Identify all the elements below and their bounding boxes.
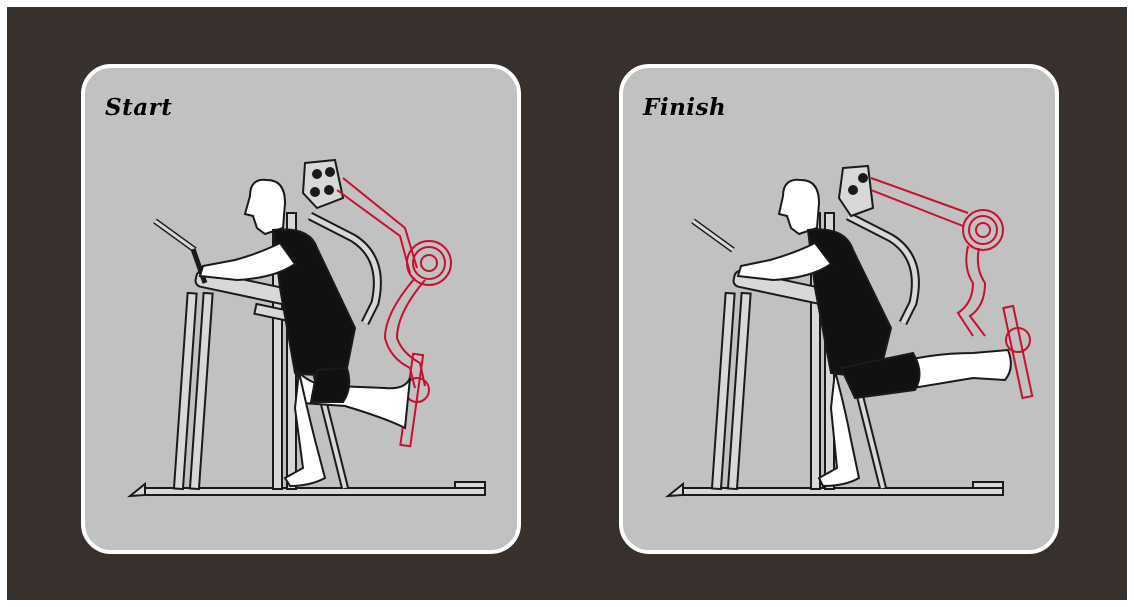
- finish-position-drawing: [623, 68, 1055, 550]
- start-position-drawing: [85, 68, 517, 550]
- person-figure: [200, 180, 410, 486]
- exercise-illustration-stage: Start: [7, 7, 1127, 600]
- finish-panel: Finish: [619, 64, 1059, 554]
- start-panel: Start: [81, 64, 521, 554]
